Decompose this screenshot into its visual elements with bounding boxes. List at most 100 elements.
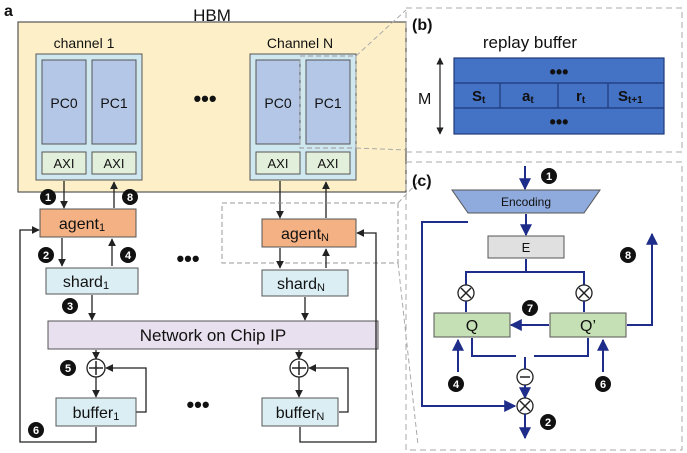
line-e-left	[465, 259, 527, 285]
multiply-left	[457, 284, 475, 302]
agent-ellipsis: •••	[176, 246, 199, 271]
m-label: M	[418, 91, 431, 108]
e-label: E	[522, 240, 531, 255]
channel-n-axi1-label: AXI	[318, 156, 339, 171]
multiply-bottom	[516, 397, 534, 415]
network-on-chip	[47, 320, 379, 350]
panel-c-frame	[405, 161, 683, 451]
replay-ellipsis-top: •••	[550, 62, 569, 82]
channel-1-axi1-label: AXI	[104, 156, 125, 171]
hbm-ellipsis: •••	[193, 86, 216, 111]
channel-1-axi0-label: AXI	[54, 156, 75, 171]
svg-text:1: 1	[546, 171, 552, 183]
channel-n-pc0-label: PC0	[264, 95, 291, 111]
loop-buffer1-agent1	[19, 226, 97, 443]
svg-text:5: 5	[65, 363, 71, 375]
agent-n-label: agentN	[281, 226, 329, 244]
line-qprime-minus	[534, 338, 589, 357]
shard-n-label: shardN	[277, 276, 325, 294]
channel-n-axi0	[255, 151, 301, 175]
svg-text:2: 2	[545, 417, 551, 429]
replay-ellipsis-bottom: •••	[550, 112, 569, 132]
cell-s-t1: St+1	[618, 88, 643, 106]
badge-1-c: 1	[541, 168, 557, 184]
channel-1-pc0	[41, 59, 87, 145]
zoom-line-c-bottom	[397, 262, 419, 446]
loop-buffern-addern	[308, 364, 349, 413]
svg-text:6: 6	[600, 379, 606, 391]
replay-buffer-table	[453, 57, 665, 135]
agent-1	[39, 208, 137, 238]
line-encoding-multiply	[421, 221, 517, 412]
channel-n-pc0	[255, 59, 301, 145]
arrow-qprime-out	[627, 232, 658, 326]
q-label: Q	[466, 318, 478, 335]
e-block	[487, 235, 565, 259]
line-q-minus	[471, 338, 516, 357]
subtract-node	[516, 368, 534, 386]
line-e-right	[526, 271, 585, 285]
badge-2-c: 2	[540, 414, 556, 430]
cell-a-t: at	[522, 88, 534, 106]
cell-s-t: St	[472, 88, 486, 106]
buffer-1	[55, 397, 137, 427]
badge-5: 5	[60, 360, 76, 376]
svg-text:8: 8	[127, 192, 133, 204]
buffer-1-label: buffer1	[73, 405, 120, 423]
badge-7: 7	[522, 300, 538, 316]
loop-buffer1-adder1	[105, 364, 147, 413]
adder-n	[289, 358, 309, 378]
hbm-title: HBM	[193, 6, 231, 25]
panel-c-label: (c)	[412, 173, 432, 190]
channel-n-pc1	[305, 59, 351, 145]
badge-4-c: 4	[448, 376, 464, 392]
agent-n	[261, 218, 357, 248]
svg-text:6: 6	[33, 425, 39, 437]
svg-text:8: 8	[625, 250, 631, 262]
zoom-line-b-bottom	[355, 147, 407, 151]
badge-6-c: 6	[595, 376, 611, 392]
channel-1-axi0	[41, 151, 87, 175]
qprime-label: Q’	[580, 318, 596, 335]
cell-r-t: rt	[576, 88, 586, 106]
agentn-highlight	[221, 202, 399, 264]
badge-4-agent: 4	[120, 247, 136, 263]
buffer-ellipsis: •••	[186, 392, 209, 417]
channel-n-axi0-label: AXI	[268, 156, 289, 171]
pc1-highlight	[299, 55, 357, 149]
svg-text:1: 1	[45, 192, 51, 204]
adder-1	[86, 358, 106, 378]
noc-label: Network on Chip IP	[140, 326, 286, 345]
svg-text:3: 3	[67, 301, 73, 313]
agent-1-label: agent1	[59, 216, 105, 234]
badge-8-agent: 8	[122, 189, 138, 205]
panel-b-label: (b)	[412, 17, 432, 34]
shard-1	[45, 267, 139, 295]
encoding-block	[451, 189, 601, 214]
svg-text:2: 2	[43, 250, 49, 262]
channel-n-label: Channel N	[267, 35, 333, 51]
loop-buffern-agentn	[299, 229, 377, 443]
channel-n-pc1-label: PC1	[314, 95, 341, 111]
channel-1-label: channel 1	[54, 35, 115, 51]
panel-a-label: a	[4, 3, 13, 20]
channel-1-pc0-label: PC0	[50, 95, 77, 111]
channel-1-axi1	[91, 151, 137, 175]
shard-1-label: shard1	[63, 274, 109, 292]
channel-1-pc1	[91, 59, 137, 145]
badge-2-agent: 2	[38, 247, 54, 263]
buffer-n	[261, 397, 339, 427]
badge-8-c: 8	[620, 247, 636, 263]
encoding-label: Encoding	[501, 195, 551, 209]
multiply-right	[575, 284, 593, 302]
channel-1-pc1-label: PC1	[100, 95, 127, 111]
q-block	[433, 312, 511, 338]
badge-6-a: 6	[28, 422, 44, 438]
svg-text:7: 7	[527, 303, 533, 315]
replay-buffer-title: replay buffer	[483, 33, 578, 52]
shard-n	[261, 269, 349, 297]
zoom-line-b-top	[355, 9, 407, 57]
badge-1-agent: 1	[40, 189, 56, 205]
badge-3: 3	[62, 298, 78, 314]
